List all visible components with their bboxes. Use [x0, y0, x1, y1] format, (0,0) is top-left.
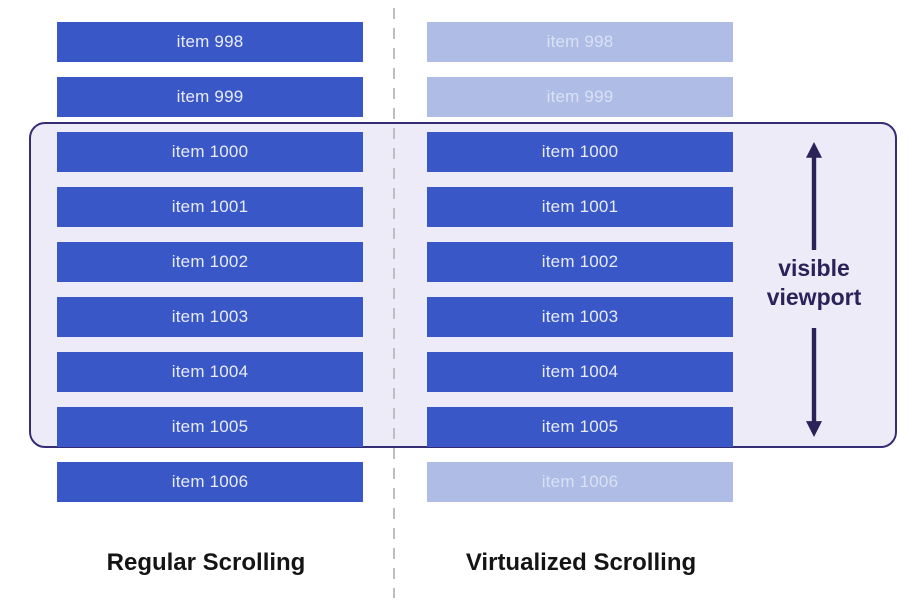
list-item: item 1005	[57, 407, 363, 447]
list-item: item 1006	[57, 462, 363, 502]
column-divider	[393, 8, 395, 598]
list-item: item 999	[427, 77, 733, 117]
list-item: item 1001	[427, 187, 733, 227]
regular-scrolling-caption: Regular Scrolling	[106, 549, 306, 576]
list-item: item 1004	[427, 352, 733, 392]
list-item: item 1004	[57, 352, 363, 392]
list-item: item 1005	[427, 407, 733, 447]
list-item: item 998	[427, 22, 733, 62]
list-item: item 1001	[57, 187, 363, 227]
list-item: item 998	[57, 22, 363, 62]
list-item: item 1003	[427, 297, 733, 337]
list-item: item 1002	[427, 242, 733, 282]
virtualized-scrolling-list: item 998 item 999 item 1000 item 1001 it…	[427, 22, 733, 502]
list-item: item 1002	[57, 242, 363, 282]
list-item: item 1000	[427, 132, 733, 172]
visible-viewport-label: visible viewport	[766, 255, 862, 311]
visible-viewport-overlay	[29, 122, 897, 448]
viewport-extent-arrow-down-icon	[806, 328, 822, 437]
virtualized-scrolling-caption: Virtualized Scrolling	[465, 549, 697, 576]
list-item: item 1006	[427, 462, 733, 502]
list-item: item 1000	[57, 132, 363, 172]
list-item: item 1003	[57, 297, 363, 337]
viewport-extent-arrow-up-icon	[806, 142, 822, 250]
list-item: item 999	[57, 77, 363, 117]
regular-scrolling-list: item 998 item 999 item 1000 item 1001 it…	[57, 22, 363, 502]
